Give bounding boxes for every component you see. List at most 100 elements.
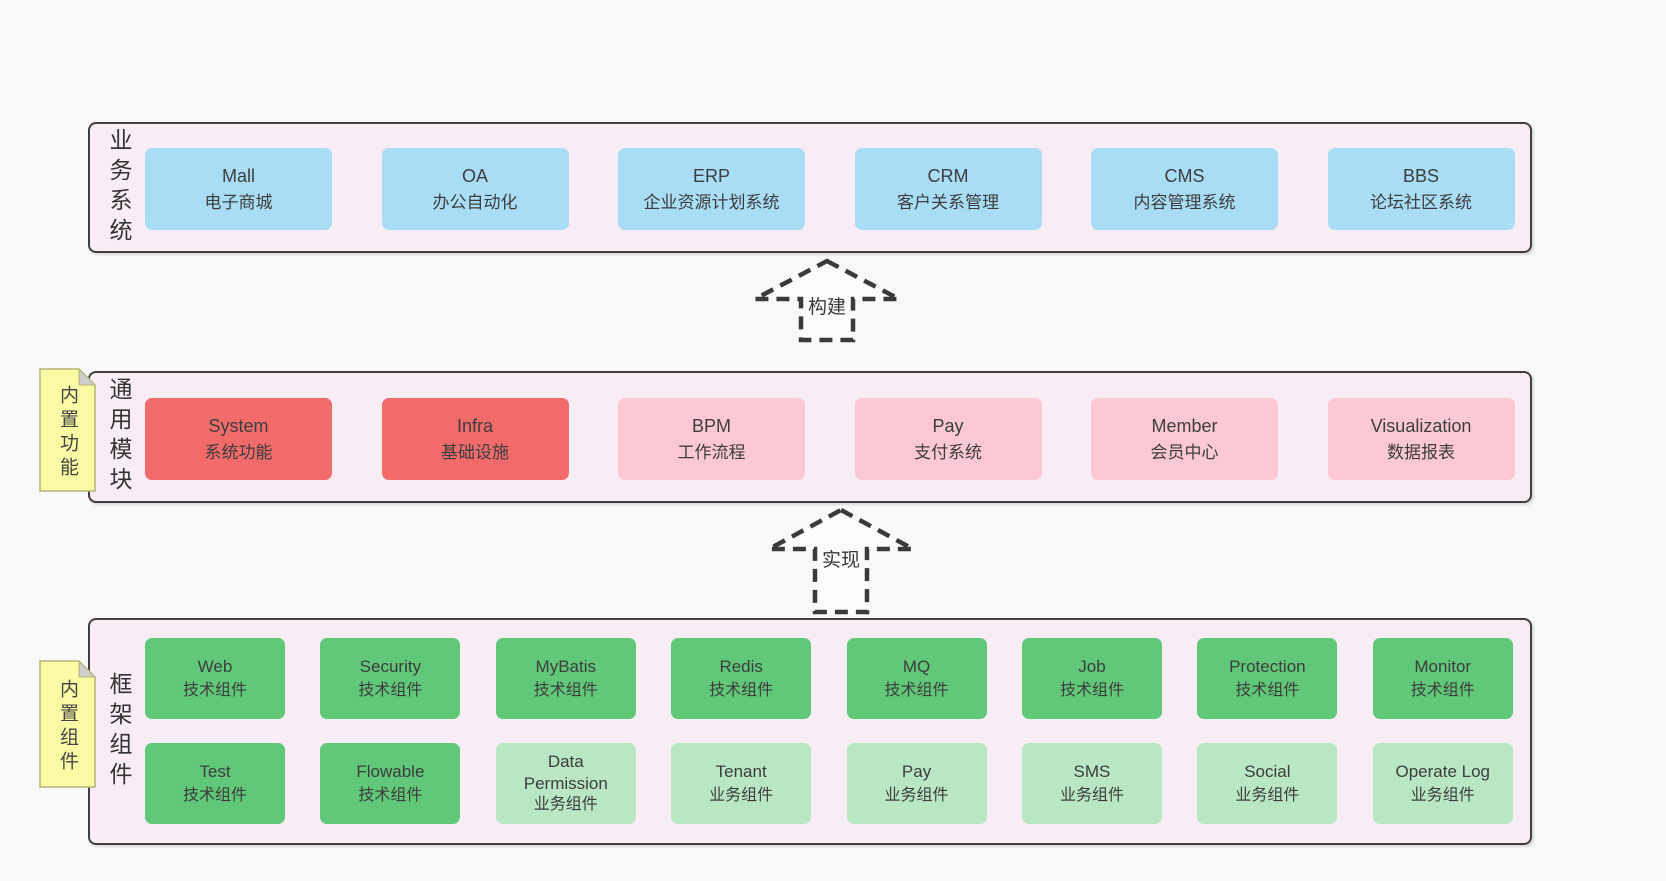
business-box-row: Mall 电子商城 OA 办公自动化 ERP 企业资源计划系统 CRM 客户关系… <box>145 148 1515 230</box>
box-title-zh: 业务组件 <box>1410 787 1475 805</box>
box-system: System 系统功能 <box>145 398 332 480</box>
box-mq: MQ 技术组件 <box>846 638 987 719</box>
box-monitor: Monitor 技术组件 <box>1372 638 1513 719</box>
box-title-en: Member <box>1151 415 1218 436</box>
arrow-build: 构建 <box>747 256 907 345</box>
box-bpm: BPM 工作流程 <box>618 398 805 480</box>
box-title-en: Social <box>1244 761 1291 781</box>
box-title-zh: 企业资源计划系统 <box>643 192 780 212</box>
note-built-in-features: 内置功能 <box>39 368 96 492</box>
box-title-en: Infra <box>456 415 494 436</box>
box-title-en: OA <box>461 165 488 186</box>
box-flowable: Flowable 技术组件 <box>320 743 461 824</box>
box-redis: Redis 技术组件 <box>671 638 812 719</box>
box-title-zh: 业务组件 <box>1059 787 1124 805</box>
box-title-zh: 系统功能 <box>204 442 273 462</box>
section-label-components: 框架组件 <box>106 671 132 792</box>
box-title-en: Data Permission <box>523 752 608 794</box>
note-text: 内置组件 <box>57 679 78 775</box>
components-row-2: Test 技术组件 Flowable 技术组件 Data Permission … <box>145 743 1513 824</box>
box-title-zh: 技术组件 <box>358 787 423 805</box>
box-title-zh: 工作流程 <box>677 442 746 462</box>
box-test: Test 技术组件 <box>145 743 285 824</box>
box-infra: Infra 基础设施 <box>381 398 569 480</box>
sticky-note-icon <box>39 368 96 492</box>
box-title-zh: 技术组件 <box>709 682 774 700</box>
box-title-zh: 业务组件 <box>1235 787 1300 805</box>
box-visualization: Visualization 数据报表 <box>1327 398 1515 480</box>
arrow-build-label: 构建 <box>807 297 846 318</box>
section-business-systems: 业务系统 Mall 电子商城 OA 办公自动化 ERP 企业资源计划系统 CRM… <box>88 122 1532 253</box>
box-title-zh: 客户关系管理 <box>897 192 999 212</box>
box-title-en: SMS <box>1073 761 1111 781</box>
box-title-en: Monitor <box>1414 656 1472 676</box>
box-title-en: BBS <box>1402 165 1440 186</box>
box-operate-log: Operate Log 业务组件 <box>1372 743 1513 824</box>
box-mybatis: MyBatis 技术组件 <box>495 638 636 719</box>
arrow-implement: 实现 <box>761 505 921 617</box>
box-title-en: Job <box>1078 656 1106 676</box>
box-social: Social 业务组件 <box>1197 743 1338 824</box>
box-mall: Mall 电子商城 <box>145 148 332 230</box>
box-title-zh: 技术组件 <box>182 787 247 805</box>
section-label-business: 业务系统 <box>106 127 132 248</box>
box-title-zh: 业务组件 <box>884 787 949 805</box>
box-crm: CRM 客户关系管理 <box>854 148 1042 230</box>
box-title-zh: 技术组件 <box>884 682 949 700</box>
box-title-en: MyBatis <box>535 656 597 676</box>
box-erp: ERP 企业资源计划系统 <box>618 148 805 230</box>
dashed-up-arrow-icon <box>753 258 901 343</box>
box-title-en: Visualization <box>1370 415 1472 436</box>
box-title-zh: 办公自动化 <box>432 192 518 212</box>
box-oa: OA 办公自动化 <box>381 148 569 230</box>
box-job: Job 技术组件 <box>1021 638 1162 719</box>
box-title-zh: 技术组件 <box>358 682 423 700</box>
box-title-en: ERP <box>692 165 730 186</box>
box-cms: CMS 内容管理系统 <box>1091 148 1278 230</box>
note-built-in-components: 内置组件 <box>39 660 96 788</box>
box-pay-biz: Pay 业务组件 <box>846 743 987 824</box>
section-framework-components: 框架组件 Web 技术组件 Security 技术组件 MyBatis 技术组件… <box>88 618 1532 845</box>
box-title-en: BPM <box>691 415 731 436</box>
box-title-zh: 内容管理系统 <box>1133 192 1236 212</box>
box-pay: Pay 支付系统 <box>854 398 1042 480</box>
box-title-en: MQ <box>902 656 931 676</box>
box-title-en: Pay <box>901 761 932 781</box>
box-title-en: Protection <box>1229 656 1306 676</box>
box-title-zh: 技术组件 <box>1410 682 1475 700</box>
box-title-zh: 数据报表 <box>1387 442 1455 462</box>
box-title-zh: 论坛社区系统 <box>1370 192 1472 212</box>
box-title-en: Redis <box>719 656 763 676</box>
box-title-zh: 支付系统 <box>914 442 982 462</box>
box-title-zh: 电子商城 <box>204 192 273 212</box>
box-title-zh: 业务组件 <box>709 787 774 805</box>
arrow-implement-label: 实现 <box>821 550 860 571</box>
box-data-permission: Data Permission 业务组件 <box>495 743 636 824</box>
box-title-en: Mall <box>221 165 255 186</box>
box-title-zh: 业务组件 <box>533 796 598 814</box>
box-title-zh: 技术组件 <box>533 682 598 700</box>
dashed-up-arrow-icon <box>767 507 915 615</box>
box-title-en: CRM <box>927 165 969 186</box>
components-row-1: Web 技术组件 Security 技术组件 MyBatis 技术组件 Redi… <box>145 638 1513 719</box>
box-title-en: Operate Log <box>1395 761 1490 781</box>
box-title-en: CMS <box>1164 165 1205 186</box>
box-title-zh: 技术组件 <box>1235 682 1300 700</box>
box-title-en: Web <box>197 656 233 676</box>
note-text: 内置功能 <box>57 385 78 481</box>
box-title-en: System <box>208 415 269 436</box>
box-sms: SMS 业务组件 <box>1021 743 1162 824</box>
box-title-zh: 会员中心 <box>1150 442 1219 462</box>
box-title-zh: 技术组件 <box>182 682 247 700</box>
box-security: Security 技术组件 <box>320 638 461 719</box>
box-title-en: Security <box>359 656 422 676</box>
modules-box-row: System 系统功能 Infra 基础设施 BPM 工作流程 Pay 支付系统… <box>145 398 1515 480</box>
box-protection: Protection 技术组件 <box>1197 638 1338 719</box>
box-title-zh: 基础设施 <box>441 442 509 462</box>
box-title-zh: 技术组件 <box>1059 682 1124 700</box>
box-title-en: Test <box>199 761 231 781</box>
box-title-en: Tenant <box>715 761 767 781</box>
box-tenant: Tenant 业务组件 <box>671 743 812 824</box>
box-bbs: BBS 论坛社区系统 <box>1327 148 1515 230</box>
box-title-en: Pay <box>932 415 964 436</box>
